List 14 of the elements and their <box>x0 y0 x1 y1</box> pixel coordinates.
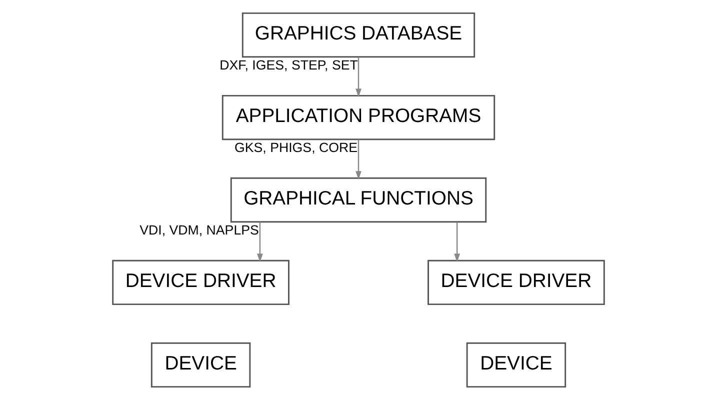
node-box: DEVICE DRIVER <box>112 260 289 306</box>
node-box: DEVICE <box>466 342 566 388</box>
edge-label: GKS, PHIGS, CORE <box>234 140 358 155</box>
node-box: DEVICE <box>150 342 250 388</box>
node-box: GRAPHICS DATABASE <box>241 12 475 58</box>
arrow <box>256 222 262 262</box>
node-box: APPLICATION PROGRAMS <box>221 94 495 140</box>
arrow <box>355 140 361 180</box>
node-box: GRAPHICAL FUNCTIONS <box>230 177 486 223</box>
arrow <box>454 222 460 262</box>
arrow <box>355 57 361 98</box>
node-box: DEVICE DRIVER <box>427 260 604 306</box>
edge-label: DXF, IGES, STEP, SET <box>219 57 358 72</box>
edge-label: VDI, VDM, NAPLPS <box>139 222 258 238</box>
